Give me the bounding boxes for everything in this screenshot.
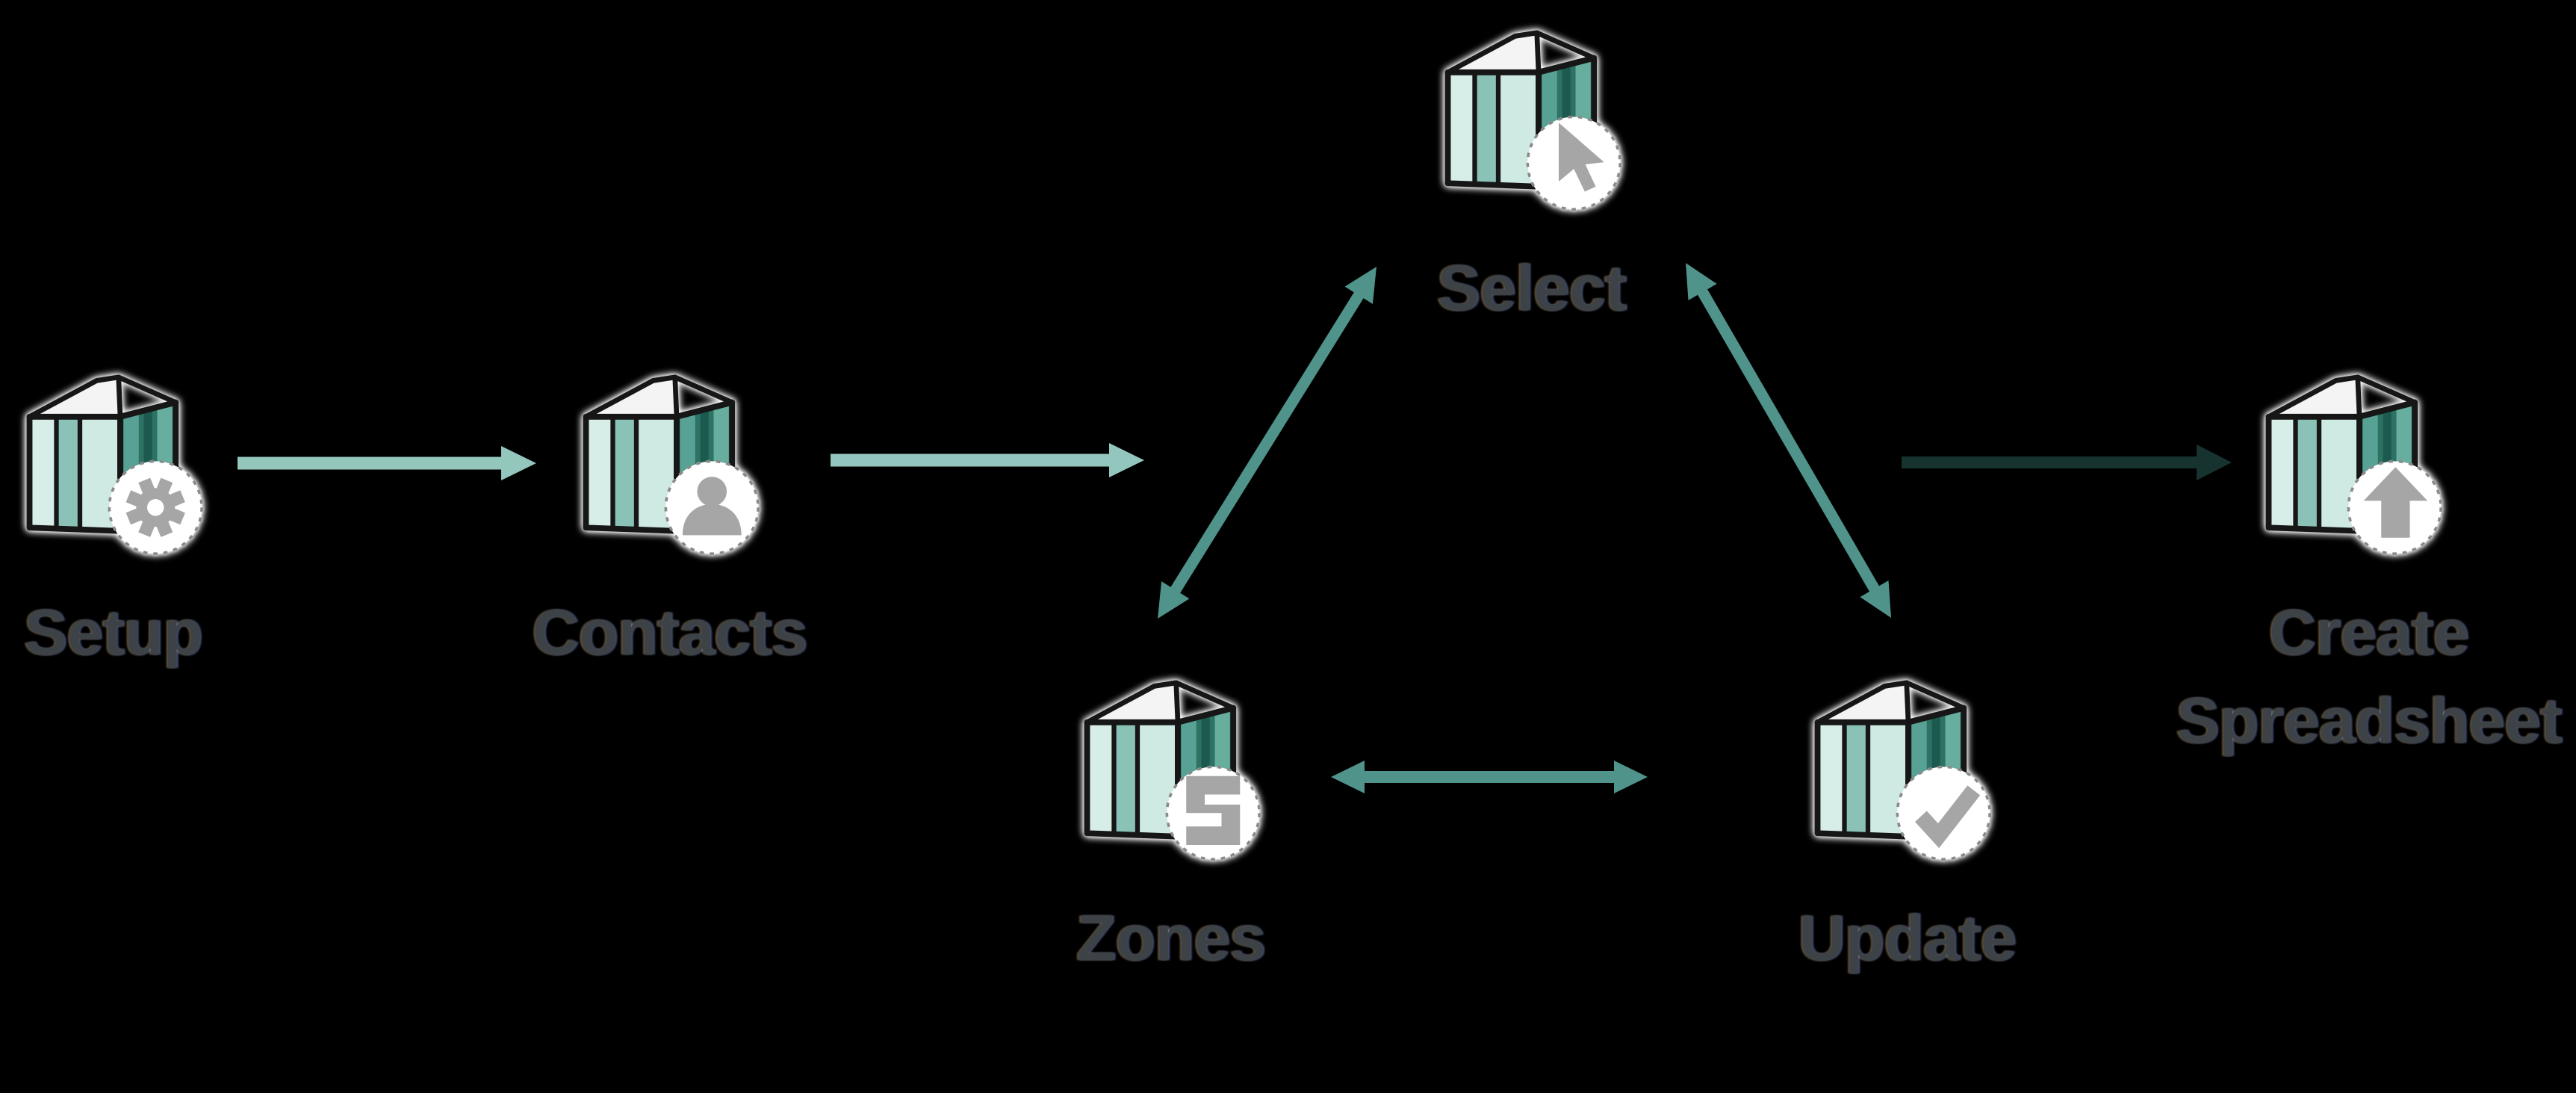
arrow-zones-select [1158, 267, 1377, 619]
badge-circle [1896, 765, 1991, 861]
upload-icon [2363, 467, 2428, 538]
node-create-spreadsheet[interactable]: Create Spreadsheet [2176, 365, 2562, 757]
node-label-contacts: Contacts [533, 597, 807, 669]
arrow-update-to-create [1902, 445, 2232, 480]
cursor-icon [1559, 123, 1604, 192]
five-icon [1186, 775, 1241, 845]
person-icon [682, 477, 742, 536]
node-zones[interactable]: Zones [1070, 670, 1272, 974]
database-box-icon [1070, 670, 1272, 872]
node-label-update: Update [1798, 902, 2017, 974]
arrow-setup-to-contacts [238, 446, 536, 480]
database-box-icon [1801, 670, 2002, 872]
database-box-icon [13, 365, 214, 566]
database-box-icon [569, 365, 771, 566]
gear-icon [125, 477, 185, 537]
node-label-setup: Setup [24, 597, 203, 669]
check-icon [1914, 785, 1981, 849]
node-select[interactable]: Select [1431, 20, 1633, 324]
node-contacts[interactable]: Contacts [533, 365, 807, 669]
arrow-select-update [1686, 263, 1892, 618]
node-setup[interactable]: Setup [13, 365, 214, 669]
database-box-icon [1431, 20, 1633, 222]
node-label-select: Select [1437, 253, 1627, 324]
database-box-icon [2252, 365, 2454, 566]
node-label-create-spreadsheet: Create Spreadsheet [2176, 597, 2563, 757]
node-label-zones: Zones [1076, 902, 1266, 974]
node-update[interactable]: Update [1798, 670, 2017, 974]
arrow-zones-update [1331, 761, 1648, 793]
arrow-contacts-to-junction [831, 443, 1144, 477]
